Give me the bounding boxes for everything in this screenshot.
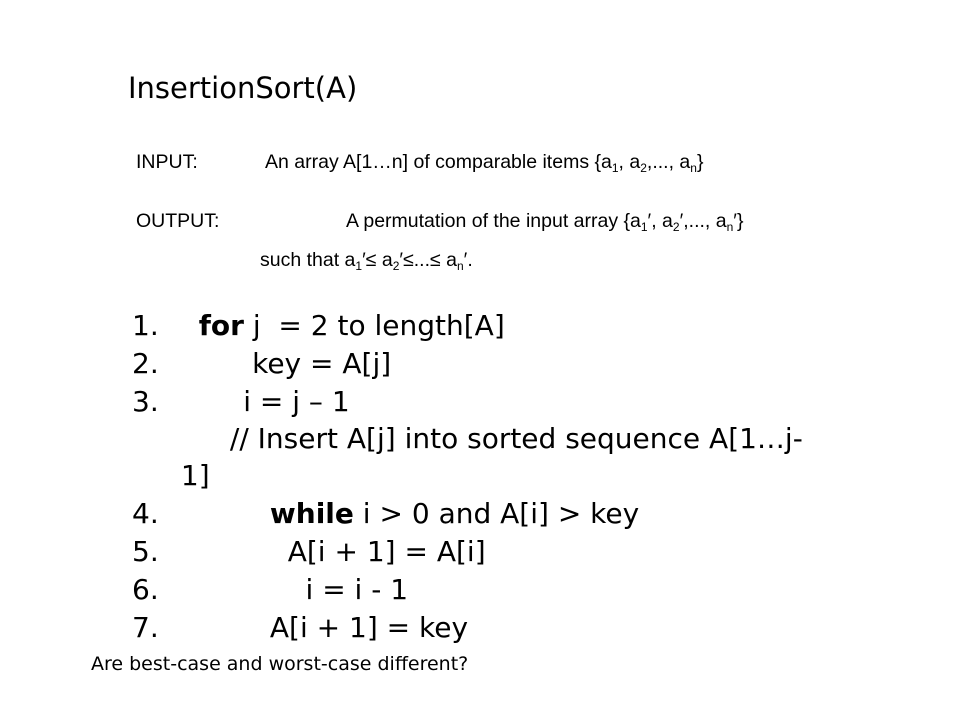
code-line: 1. for j = 2 to length[A] <box>132 306 505 346</box>
code-text: 1] <box>180 459 210 492</box>
indent <box>172 385 243 418</box>
output-label: OUTPUT: <box>136 210 220 232</box>
subscript-trailing-text: } <box>696 151 704 173</box>
code-line: 1] <box>172 456 210 496</box>
line-number: 5. <box>132 535 159 568</box>
subscript-trailing-text: ,..., a <box>646 151 691 173</box>
indent <box>172 459 181 492</box>
line-number: 7. <box>132 611 159 644</box>
code-line: // Insert A[j] into sorted sequence A[1…… <box>132 419 803 459</box>
subscript: 2 <box>392 259 400 273</box>
code-line: 5. A[i + 1] = A[i] <box>132 532 486 572</box>
footer-question: Are best-case and worst-case different? <box>91 653 469 675</box>
subscript: n <box>726 220 734 234</box>
code-text: j = 2 to length[A] <box>243 309 505 342</box>
code-line: 2. key = A[j] <box>132 344 391 384</box>
indent <box>172 535 288 568</box>
code-text: i = i - 1 <box>305 573 409 606</box>
subscript: 1 <box>640 220 648 234</box>
indent <box>172 611 270 644</box>
indent <box>172 309 199 342</box>
code-line: 7. A[i + 1] = key <box>132 608 468 648</box>
output-subscript-list: 1′, a2′,..., an′} <box>640 210 744 234</box>
line-number: 4. <box>132 497 159 530</box>
subscript: n <box>690 161 697 175</box>
code-text: i = j – 1 <box>243 385 350 418</box>
code-keyword: while <box>269 497 354 530</box>
code-line: 4. while i > 0 and A[i] > key <box>132 494 639 534</box>
subscript: 2 <box>640 161 647 175</box>
subscript-trailing-text: ′. <box>463 249 473 271</box>
indent <box>172 347 252 380</box>
input-subscript-list: 1, a2,..., an} <box>611 151 704 175</box>
output-condition-text: such that a <box>260 249 356 271</box>
subscript-trailing-text: ′,..., a <box>679 210 727 232</box>
code-text: i > 0 and A[i] > key <box>353 497 640 530</box>
output-condition: such that a1′≤ a2′≤...≤ an′. <box>260 246 473 274</box>
subscript: 1 <box>611 161 619 175</box>
output-text: A permutation of the input array {a <box>346 210 641 232</box>
subscript-trailing-text: ′≤ a <box>362 249 393 271</box>
code-text: A[i + 1] = A[i] <box>287 535 486 568</box>
subscript-trailing-text: ′, a <box>647 210 673 232</box>
subscript: 1 <box>355 259 363 273</box>
subscript-trailing-text: , a <box>618 151 641 173</box>
code-text: key = A[j] <box>252 347 392 380</box>
line-number: 1. <box>132 309 159 342</box>
code-line: 3. i = j – 1 <box>132 382 350 422</box>
line-number: 6. <box>132 573 159 606</box>
subscript: n <box>456 259 464 273</box>
input-text: An array A[1…n] of comparable items {a <box>265 151 612 173</box>
code-text: // Insert A[j] into sorted sequence A[1…… <box>229 422 803 455</box>
code-line: 6. i = i - 1 <box>132 570 408 610</box>
input-description: An array A[1…n] of comparable items {a1,… <box>265 148 703 176</box>
line-number: 2. <box>132 347 159 380</box>
subscript-trailing-text: ′} <box>733 210 744 232</box>
indent <box>172 497 270 530</box>
indent <box>172 573 306 606</box>
subscript: 2 <box>672 220 680 234</box>
output-condition-list: 1′≤ a2′≤...≤ an′. <box>355 249 473 273</box>
input-label: INPUT: <box>136 151 198 173</box>
subscript-trailing-text: ′≤...≤ a <box>399 249 457 271</box>
code-text: A[i + 1] = key <box>269 611 469 644</box>
slide-title: InsertionSort(A) <box>128 71 358 105</box>
line-number: 3. <box>132 385 159 418</box>
indent <box>132 422 230 455</box>
code-keyword: for <box>198 309 244 342</box>
output-description: A permutation of the input array {a1′, a… <box>346 207 743 235</box>
